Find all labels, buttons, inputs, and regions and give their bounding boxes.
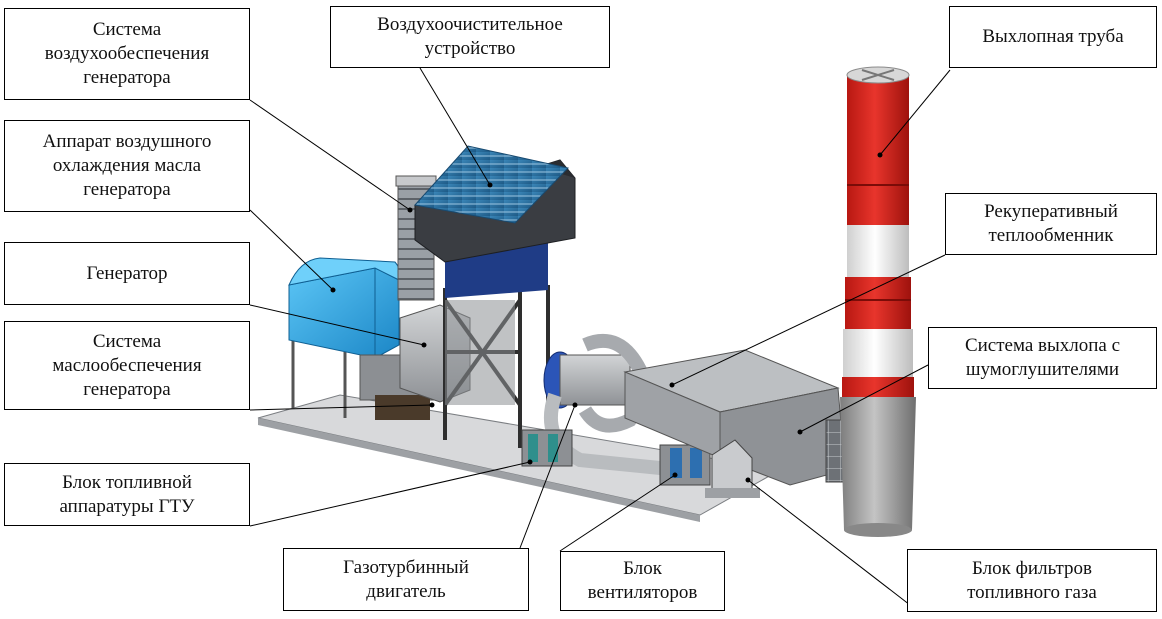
label-fuel-filter-block: Блок фильтров топливного газа: [907, 549, 1157, 612]
label-air-cleaner: Воздухоочистительное устройство: [330, 6, 610, 68]
label-generator: Генератор: [4, 242, 250, 305]
air-cleaner-unit: [414, 145, 576, 405]
leader-arrowheads: [330, 152, 883, 483]
leader-exhaust-system: [799, 364, 929, 433]
leader-lines: [249, 67, 951, 606]
label-gas-turbine: Газотурбинный двигатель: [283, 548, 529, 611]
leader-generator-air-system: [249, 99, 411, 211]
leader-fuel-filter: [747, 479, 911, 606]
leader-heat-exchanger: [671, 254, 946, 386]
leader-fan-block: [559, 474, 676, 552]
leader-fuel-block: [249, 461, 531, 527]
leader-oil-cooler: [249, 209, 334, 291]
fan-block: [659, 444, 711, 486]
leader-air-cleaner: [419, 67, 491, 186]
label-fan-block: Блок вентиляторов: [560, 551, 725, 611]
fuel-gas-filter-block: [705, 439, 760, 498]
leader-oil-system: [249, 404, 433, 411]
leader-generator: [249, 304, 425, 346]
leader-gas-turbine: [519, 404, 576, 549]
label-generator-air-system: Система воздухообеспечения генератора: [4, 8, 250, 100]
label-exhaust-system: Система выхлопа с шумоглушителями: [928, 327, 1157, 389]
label-generator-oil-system: Система маслообеспечения генератора: [4, 321, 250, 410]
exhaust-stack: [840, 66, 916, 537]
label-exhaust-stack: Выхлопная труба: [949, 6, 1157, 68]
label-heat-exchanger: Рекуперативный теплообменник: [945, 193, 1157, 255]
label-gtu-fuel-block: Блок топливной аппаратуры ГТУ: [4, 463, 250, 526]
label-generator-oil-cooler: Аппарат воздушного охлаждения масла гене…: [4, 120, 250, 212]
leader-exhaust-stack: [879, 69, 951, 156]
